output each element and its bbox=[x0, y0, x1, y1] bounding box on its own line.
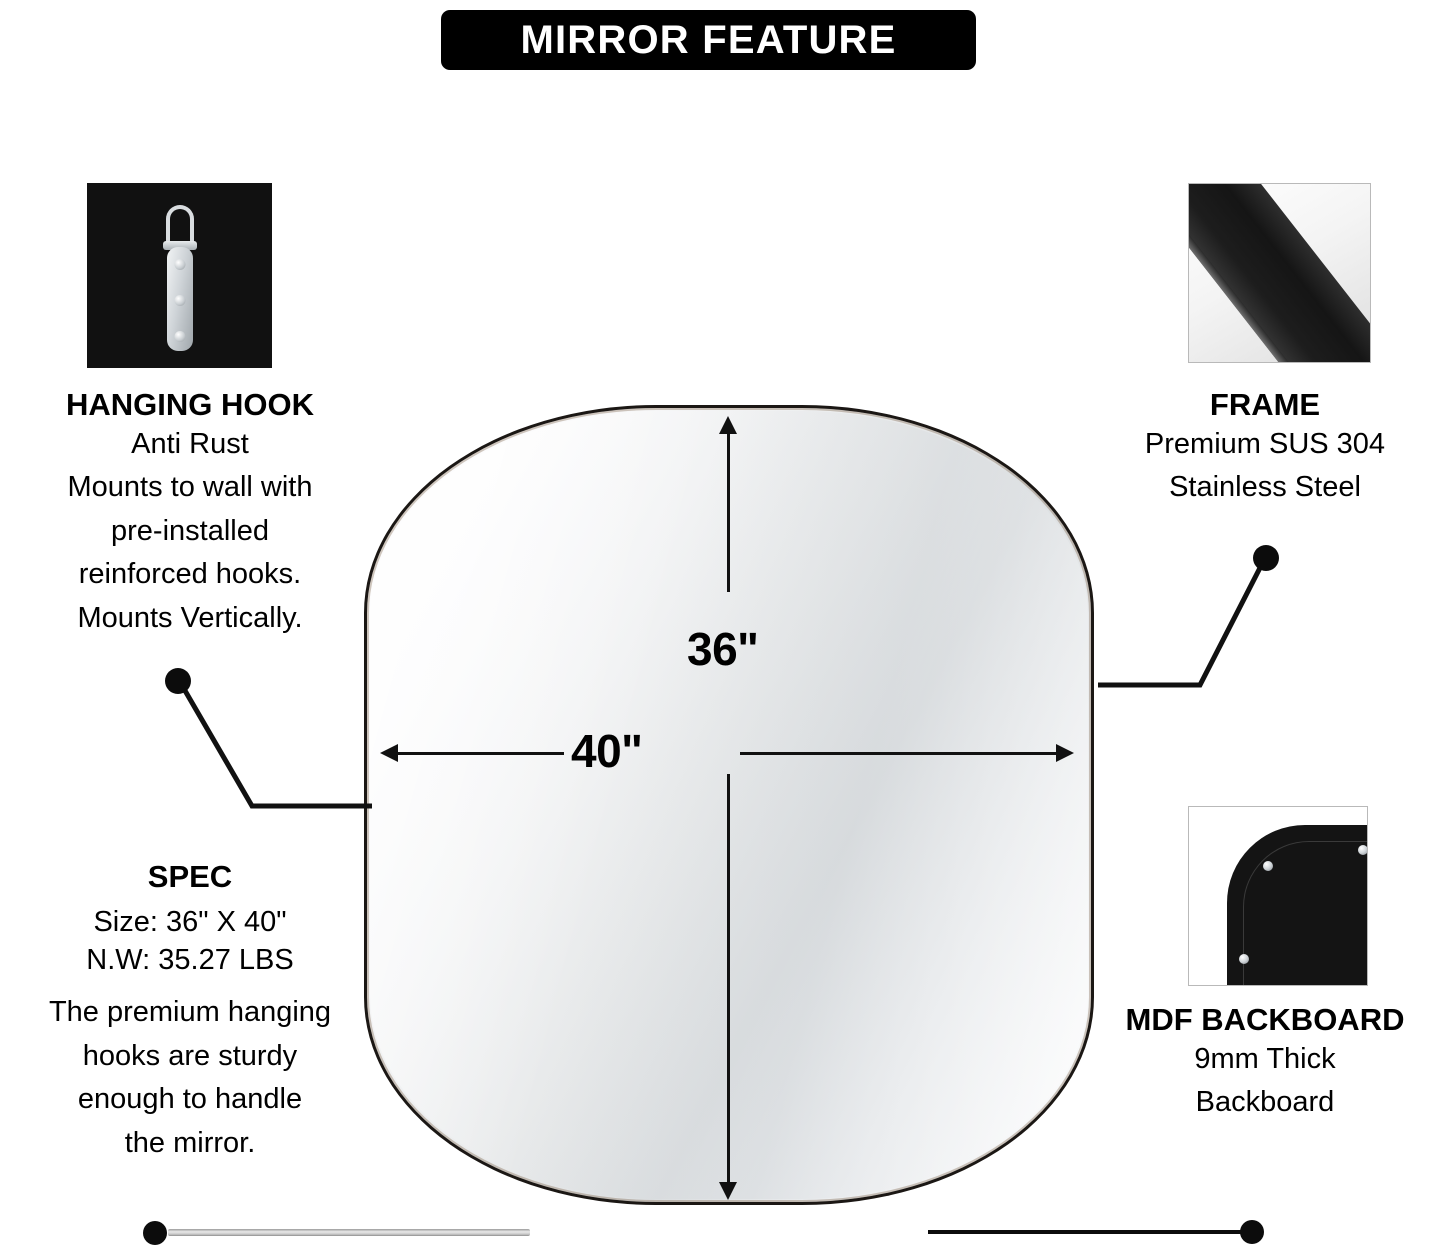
hanging-hook-icon bbox=[157, 205, 203, 351]
spec-size: Size: 36" X 40" bbox=[93, 905, 287, 938]
page-title-banner: MIRROR FEATURE bbox=[441, 10, 976, 70]
hanging-hook-line: Anti Rust bbox=[131, 427, 249, 460]
hanging-hook-heading: HANGING HOOK bbox=[66, 387, 314, 422]
screw-icon bbox=[174, 259, 185, 270]
d-ring-icon bbox=[165, 205, 194, 247]
frame-line: Stainless Steel bbox=[1169, 471, 1361, 504]
screw-icon bbox=[1358, 845, 1367, 855]
frame-photo bbox=[1188, 183, 1371, 363]
width-dimension-line-right bbox=[740, 752, 1058, 755]
arrow-up-icon bbox=[719, 416, 737, 434]
screw-icon bbox=[174, 295, 185, 306]
width-dimension-label: 40" bbox=[571, 725, 643, 777]
mdf-backboard-text-block: MDF BACKBOARD 9mm Thick Backboard bbox=[1085, 1002, 1445, 1125]
spec-weight: N.W: 35.27 LBS bbox=[86, 943, 294, 976]
backboard-inner-edge bbox=[1243, 841, 1367, 985]
page-title: MIRROR FEATURE bbox=[520, 18, 897, 62]
screw-icon bbox=[1263, 861, 1273, 871]
stainless-steel-band bbox=[1189, 184, 1370, 362]
right-callout-leader bbox=[1098, 558, 1267, 688]
left-callout-leader bbox=[177, 680, 372, 809]
mdf-backboard-heading: MDF BACKBOARD bbox=[1125, 1002, 1405, 1037]
backboard-panel bbox=[1227, 825, 1367, 985]
arrow-down-icon bbox=[719, 1182, 737, 1200]
band-edge-highlight bbox=[1189, 196, 1344, 362]
arrow-left-icon bbox=[380, 744, 398, 762]
d-ring-base bbox=[162, 241, 197, 250]
frame-text-block: FRAME Premium SUS 304 Stainless Steel bbox=[1085, 387, 1445, 510]
hanging-hook-line: Mounts Vertically. bbox=[77, 601, 303, 634]
mdf-backboard-line: Backboard bbox=[1195, 1086, 1335, 1119]
spec-text-block: SPEC Size: 36" X 40" N.W: 35.27 LBS The … bbox=[0, 859, 380, 1165]
height-dimension-line-lower bbox=[727, 774, 730, 1186]
bottom-right-accent-rule bbox=[928, 1230, 1250, 1234]
hanging-hook-photo bbox=[87, 183, 272, 368]
height-dimension-line-upper bbox=[727, 424, 730, 592]
spec-description-line: The premium hanging bbox=[48, 996, 332, 1029]
width-dimension-line-left bbox=[396, 752, 564, 755]
hanging-hook-line: Mounts to wall with bbox=[67, 471, 313, 504]
screw-icon bbox=[174, 331, 185, 342]
spec-heading: SPEC bbox=[147, 859, 233, 894]
frame-heading: FRAME bbox=[1209, 387, 1321, 422]
arrow-right-icon bbox=[1056, 744, 1074, 762]
bottom-right-accent-dot bbox=[1240, 1220, 1264, 1244]
mdf-backboard-line: 9mm Thick bbox=[1194, 1042, 1336, 1075]
frame-line: Premium SUS 304 bbox=[1144, 427, 1386, 460]
mdf-backboard-photo bbox=[1188, 806, 1368, 986]
spec-description-line: hooks are sturdy bbox=[82, 1039, 298, 1072]
right-callout-dot bbox=[1253, 545, 1279, 571]
spec-description-line: the mirror. bbox=[124, 1126, 256, 1159]
height-dimension-label: 36" bbox=[687, 623, 759, 675]
left-callout-dot bbox=[165, 668, 191, 694]
bottom-left-accent-rule bbox=[168, 1229, 530, 1236]
hanging-hook-text-block: HANGING HOOK Anti Rust Mounts to wall wi… bbox=[0, 387, 380, 640]
bottom-left-accent-dot bbox=[143, 1221, 167, 1245]
hanging-hook-line: pre-installed bbox=[111, 514, 269, 547]
spec-description-line: enough to handle bbox=[77, 1083, 303, 1116]
hanging-hook-line: reinforced hooks. bbox=[78, 558, 302, 591]
screw-icon bbox=[1239, 954, 1249, 964]
